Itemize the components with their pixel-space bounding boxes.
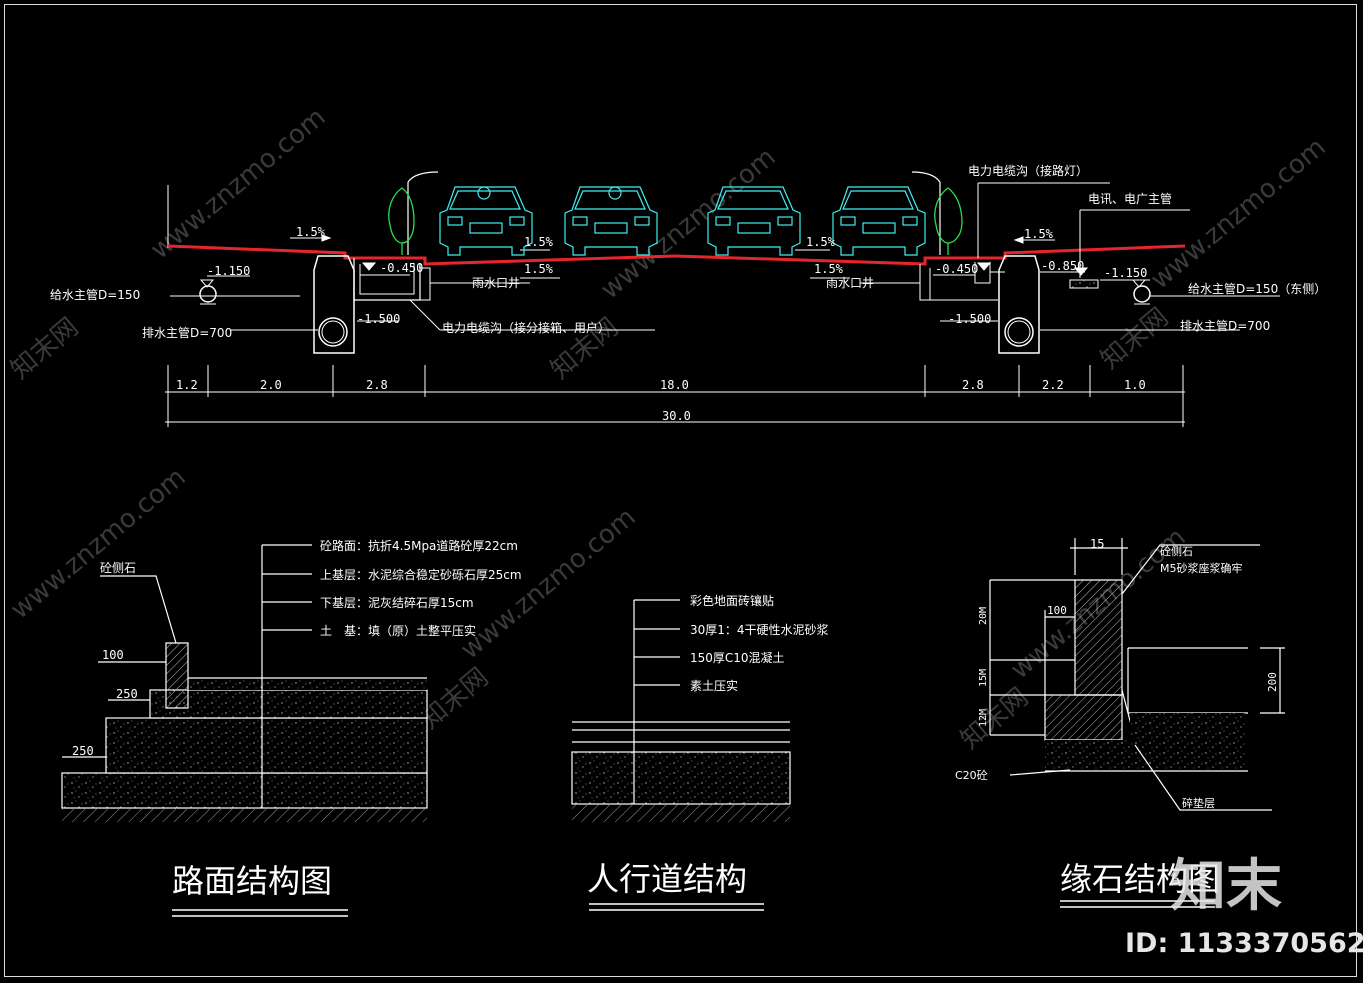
left-water-pipe-label: 给水主管D=150 [50,287,140,302]
dim-label: 2.8 [962,378,984,392]
curb-stone-label: 砼侧石 [1160,545,1193,558]
right-drain-pipe-label: 排水主管D=700 [1180,318,1270,333]
slope-label: 1.5% [524,235,554,249]
mortar-label: M5砂浆座浆确牢 [1160,561,1243,575]
curb-labels: 15 砼侧石 M5砂浆座浆确牢 100 20M 15M 12M 200 C20砼… [955,537,1279,898]
dim-label: 12M [978,709,989,727]
right-water-pipe-label: 给水主管D=150（东侧） [1188,281,1326,296]
dim-label: 2.8 [366,378,388,392]
curb-label: 砼侧石 [100,561,136,575]
layer-label: 上基层：水泥综合稳定砂砾石厚25cm [320,567,522,582]
dim-total: 30.0 [662,409,691,423]
dimension-lines [165,365,1185,427]
dim-label: 2.0 [260,378,282,392]
watermark-text: www.znzmo.com [595,142,781,305]
sidewalk-structure [571,599,791,911]
layer-label: 素土压实 [690,678,738,693]
sidewalk-title: 人行道结构 [587,860,747,898]
dim-label: 100 [1047,604,1067,617]
elevation-label: -0.450 [935,262,978,276]
left-inlet-label: 雨水口井 [472,276,520,290]
dim-label: 15M [978,669,989,687]
elevation-label: -1.500 [948,312,991,326]
slope-label: 1.5% [296,225,326,239]
layer-label: 彩色地面砖镶贴 [690,593,774,608]
sidewalk-labels: 彩色地面砖镶贴 30厚1：4干硬性水泥砂浆 150厚C10混凝土 素土压实 人行… [587,593,829,898]
elevation-label: -1.500 [357,312,400,326]
dim-label: 20M [978,607,989,625]
elevation-label: -0.850 [1041,259,1084,273]
curb-title: 缘石结构图 [1060,860,1220,898]
brand-watermark: 知末 ID: 1133370562 [1125,854,1363,959]
watermark-text: www.znzmo.com [1145,132,1331,295]
slope-label: 1.5% [1024,227,1054,241]
dim-label: 1.0 [1124,378,1146,392]
c20-label: C20砼 [955,769,988,782]
base-label: 碎垫层 [1182,796,1215,810]
elevation-label: -1.150 [1104,266,1147,280]
dim-label: 250 [72,744,94,758]
tree-icon [388,187,963,255]
car-icon [439,186,926,256]
pavement-structure [61,544,428,917]
watermark-text: www.znzmo.com [145,102,331,265]
dimension-values: 1.2 2.0 2.8 18.0 2.8 2.2 1.0 30.0 [176,378,1146,423]
watermark-cn: 知末网 [1095,302,1174,375]
dim-label: 1.2 [176,378,198,392]
brand-logo: 知末 [1170,854,1282,919]
layer-label: 下基层：泥灰结碎石厚15cm [320,595,474,610]
layer-label: 土 基：填（原）土整平压实 [320,623,476,638]
pavement-labels: 砼侧石 100 250 250 砼路面：抗折4.5Mpa道路砼厚22cm 上基层… [72,538,522,900]
dim-label: 18.0 [660,378,689,392]
curb-structure [989,538,1285,908]
layer-label: 150厚C10混凝土 [690,650,785,665]
dim-label: 2.2 [1042,378,1064,392]
right-inlet-label: 雨水口井 [826,276,874,290]
watermark-cn: 知末网 [955,682,1034,755]
layer-label: 30厚1：4干硬性水泥砂浆 [690,622,829,637]
elevation-label: -0.450 [380,261,423,275]
slope-label: 1.5% [814,262,844,276]
right-cable-label: 电力电缆沟（接路灯） [968,163,1088,178]
dim-label: 15 [1090,537,1104,551]
watermark-text: www.znzmo.com [455,502,641,665]
pavement-title: 路面结构图 [172,862,332,900]
slope-label: 1.5% [806,235,836,249]
cross-section [167,171,1280,354]
layer-label: 砼路面：抗折4.5Mpa道路砼厚22cm [320,538,518,553]
left-drain-pipe-label: 排水主管D=700 [142,325,232,340]
image-id: ID: 1133370562 [1125,928,1363,959]
watermark-cn: 知末网 [5,312,84,385]
dim-label: 200 [1266,672,1279,692]
elevation-label: -1.150 [207,264,250,278]
dim-label: 100 [102,648,124,662]
left-cable-label: 电力电缆沟（接分接箱、用户） [442,320,610,335]
right-telecom-label: 电讯、电广主管 [1088,191,1172,206]
drawing-frame [4,4,1357,977]
cross-section-labels: 1.5% 1.5% 1.5% 1.5% 1.5% 1.5% -1.150 -1.… [50,163,1326,340]
dim-label: 250 [116,687,138,701]
slope-label: 1.5% [524,262,554,276]
